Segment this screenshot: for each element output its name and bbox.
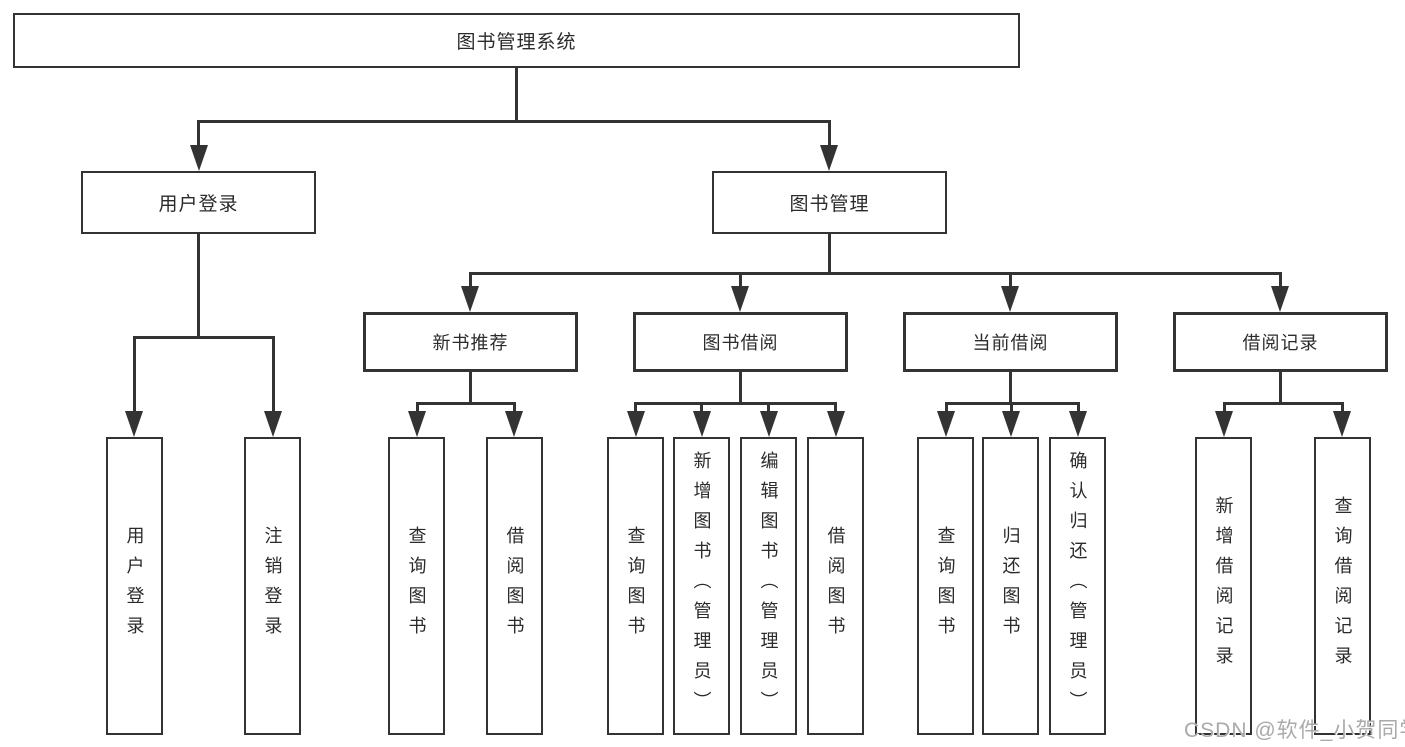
leaf-query-book-3-label: 查询图书 xyxy=(935,526,956,646)
leaf-borrow-book-1: 借阅图书 xyxy=(486,437,543,735)
arrowhead xyxy=(937,411,955,437)
connector-line xyxy=(416,402,516,405)
connector-line xyxy=(700,402,703,414)
node-book-borrow-label: 图书借阅 xyxy=(702,333,779,353)
leaf-return-book-label: 归还图书 xyxy=(1000,526,1021,646)
node-new-book-rec: 新书推荐 xyxy=(363,312,578,372)
leaf-user-login-label: 用户登录 xyxy=(124,526,145,646)
arrowhead xyxy=(1002,411,1020,437)
connector-line xyxy=(1279,272,1282,288)
connector-line xyxy=(1341,402,1344,414)
connector-line xyxy=(515,66,518,120)
connector-line xyxy=(469,272,1282,275)
leaf-logout-label: 注销登录 xyxy=(262,526,283,646)
node-user-login: 用户登录 xyxy=(81,171,316,234)
node-borrow-records: 借阅记录 xyxy=(1173,312,1388,372)
leaf-add-borrow-record-label: 新增借阅记录 xyxy=(1213,496,1234,676)
connector-line xyxy=(133,336,136,413)
leaf-query-book-3: 查询图书 xyxy=(917,437,974,735)
node-borrow-records-label: 借阅记录 xyxy=(1242,333,1319,353)
node-book-borrow: 图书借阅 xyxy=(633,312,848,372)
arrowhead xyxy=(1333,411,1351,437)
arrowhead xyxy=(1001,286,1019,312)
watermark: CSDN @软件_小贺同学 xyxy=(1184,719,1405,742)
connector-line xyxy=(739,372,742,403)
arrowhead xyxy=(190,145,208,171)
arrowhead xyxy=(461,286,479,312)
node-new-book-rec-label: 新书推荐 xyxy=(432,333,509,353)
arrowhead xyxy=(505,411,523,437)
connector-line xyxy=(197,120,200,148)
leaf-edit-book-admin: 编辑图书（管理员） xyxy=(740,437,797,735)
arrowhead xyxy=(760,411,778,437)
leaf-add-borrow-record: 新增借阅记录 xyxy=(1195,437,1252,735)
connector-line xyxy=(828,120,831,148)
node-root: 图书管理系统 xyxy=(13,13,1020,68)
connector-line xyxy=(416,402,419,414)
connector-line xyxy=(834,402,837,414)
connector-line xyxy=(1010,402,1013,414)
leaf-query-book-1: 查询图书 xyxy=(388,437,445,735)
arrowhead xyxy=(827,411,845,437)
node-book-mgmt: 图书管理 xyxy=(712,171,947,234)
arrowhead xyxy=(125,411,143,437)
leaf-query-borrow-record: 查询借阅记录 xyxy=(1314,437,1371,735)
connector-line xyxy=(767,402,770,414)
arrowhead xyxy=(1271,286,1289,312)
connector-line xyxy=(1077,402,1080,414)
leaf-return-book: 归还图书 xyxy=(982,437,1039,735)
leaf-confirm-return-admin: 确认归还（管理员） xyxy=(1049,437,1106,735)
connector-line xyxy=(945,402,948,414)
leaf-query-book-2: 查询图书 xyxy=(607,437,664,735)
connector-line xyxy=(197,234,200,336)
arrowhead xyxy=(627,411,645,437)
leaf-confirm-return-admin-label: 确认归还（管理员） xyxy=(1067,451,1088,721)
leaf-logout: 注销登录 xyxy=(244,437,301,735)
connector-line xyxy=(513,402,516,414)
node-user-login-label: 用户登录 xyxy=(158,194,239,215)
leaf-query-borrow-record-label: 查询借阅记录 xyxy=(1332,496,1353,676)
leaf-borrow-book-1-label: 借阅图书 xyxy=(504,526,525,646)
leaf-add-book-admin-label: 新增图书（管理员） xyxy=(691,451,712,721)
leaf-borrow-book-2: 借阅图书 xyxy=(807,437,864,735)
connector-line xyxy=(634,402,837,405)
connector-line xyxy=(272,336,275,413)
arrowhead xyxy=(408,411,426,437)
node-current-borrow-label: 当前借阅 xyxy=(972,333,1049,353)
connector-line xyxy=(1279,372,1282,403)
connector-line xyxy=(197,120,831,123)
connector-line xyxy=(828,234,831,272)
leaf-edit-book-admin-label: 编辑图书（管理员） xyxy=(758,451,779,721)
leaf-user-login: 用户登录 xyxy=(106,437,163,735)
arrowhead xyxy=(264,411,282,437)
arrowhead xyxy=(1069,411,1087,437)
node-current-borrow: 当前借阅 xyxy=(903,312,1118,372)
node-root-label: 图书管理系统 xyxy=(456,32,577,53)
arrowhead xyxy=(1215,411,1233,437)
connector-line xyxy=(469,372,472,403)
connector-line xyxy=(1009,272,1012,288)
leaf-add-book-admin: 新增图书（管理员） xyxy=(673,437,730,735)
node-book-mgmt-label: 图书管理 xyxy=(789,194,870,215)
connector-line xyxy=(634,402,637,414)
leaf-borrow-book-2-label: 借阅图书 xyxy=(825,526,846,646)
connector-line xyxy=(1009,372,1012,403)
arrowhead xyxy=(731,286,749,312)
connector-line xyxy=(1223,402,1226,414)
connector-line xyxy=(739,272,742,288)
connector-line xyxy=(133,336,275,339)
leaf-query-book-1-label: 查询图书 xyxy=(406,526,427,646)
arrowhead xyxy=(693,411,711,437)
connector-line xyxy=(1223,402,1344,405)
leaf-query-book-2-label: 查询图书 xyxy=(625,526,646,646)
arrowhead xyxy=(820,145,838,171)
connector-line xyxy=(469,272,472,288)
